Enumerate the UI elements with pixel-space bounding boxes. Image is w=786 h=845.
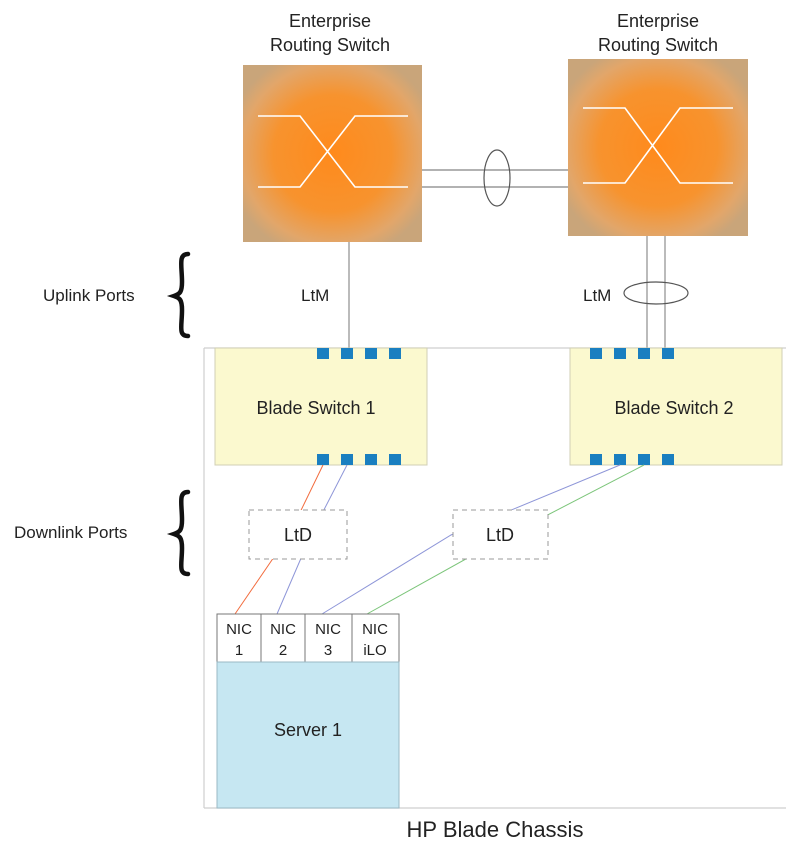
ltm-left-label: LtM — [301, 286, 329, 305]
uplink-aggregation-ring — [623, 281, 689, 305]
nic-2-cell[interactable] — [260, 613, 306, 663]
ltd-right-label: LtD — [486, 525, 514, 545]
switch-2-label-line1: Enterprise — [617, 11, 699, 31]
port-icon[interactable] — [638, 348, 650, 359]
nic-3-label-line1: NIC — [315, 621, 341, 638]
downlink-ports-blade-2 — [590, 454, 674, 465]
nic-row: NIC 1 NIC 2 NIC 3 NIC iLO — [216, 613, 400, 663]
blade-switch-2[interactable]: Blade Switch 2 — [569, 347, 783, 466]
port-icon[interactable] — [638, 454, 650, 465]
port-icon[interactable] — [341, 454, 353, 465]
downlink-ports-label: Downlink Ports — [14, 523, 127, 542]
ltd-left-box: LtD — [248, 509, 348, 560]
wire-nic3 — [321, 464, 621, 615]
link-aggregation-ring — [483, 149, 511, 207]
uplink-ports-blade-1 — [317, 348, 401, 359]
port-icon[interactable] — [317, 454, 329, 465]
enterprise-switch-1[interactable] — [243, 65, 422, 242]
ltm-right-label: LtM — [583, 286, 611, 305]
server-1-label: Server 1 — [274, 720, 342, 740]
port-icon[interactable] — [614, 348, 626, 359]
crossover-icon — [583, 107, 733, 184]
server-1[interactable]: Server 1 — [216, 661, 400, 809]
enterprise-switch-2[interactable] — [568, 59, 748, 236]
nic-ilo-cell[interactable] — [351, 613, 400, 663]
port-icon[interactable] — [389, 454, 401, 465]
port-icon[interactable] — [389, 348, 401, 359]
ltd-right-box: LtD — [452, 509, 549, 560]
port-icon[interactable] — [590, 348, 602, 359]
nic-3-label-line2: 3 — [324, 642, 332, 659]
uplink-ports-blade-2 — [590, 348, 674, 359]
nic-ilo-label-line2: iLO — [363, 642, 386, 659]
port-icon[interactable] — [662, 454, 674, 465]
uplink-ports-label: Uplink Ports — [43, 286, 135, 305]
port-icon[interactable] — [614, 454, 626, 465]
switch-1-label-line2: Routing Switch — [270, 35, 390, 55]
nic-1-cell[interactable] — [216, 613, 262, 663]
port-icon[interactable] — [341, 348, 353, 359]
nic-2-label-line1: NIC — [270, 621, 296, 638]
ltd-left-label: LtD — [284, 525, 312, 545]
uplink-bracket — [166, 251, 191, 339]
port-icon[interactable] — [662, 348, 674, 359]
blade-switch-1[interactable]: Blade Switch 1 — [214, 347, 428, 466]
downlink-bracket — [166, 489, 191, 577]
inter-switch-link — [422, 149, 568, 207]
nic-ilo-label-line1: NIC — [362, 621, 388, 638]
switch-1-label-line1: Enterprise — [289, 11, 371, 31]
nic-1-label-line2: 1 — [235, 642, 243, 659]
downlink-ports-blade-1 — [317, 454, 401, 465]
port-icon[interactable] — [317, 348, 329, 359]
port-icon[interactable] — [590, 454, 602, 465]
chassis-label: HP Blade Chassis — [407, 817, 584, 842]
switch-2-label-line2: Routing Switch — [598, 35, 718, 55]
blade-switch-2-label: Blade Switch 2 — [614, 398, 733, 418]
blade-switch-1-label: Blade Switch 1 — [256, 398, 375, 418]
nic-1-label-line1: NIC — [226, 621, 252, 638]
port-icon[interactable] — [365, 348, 377, 359]
port-icon[interactable] — [365, 454, 377, 465]
crossover-icon — [258, 115, 408, 188]
nic-2-label-line2: 2 — [279, 642, 287, 659]
